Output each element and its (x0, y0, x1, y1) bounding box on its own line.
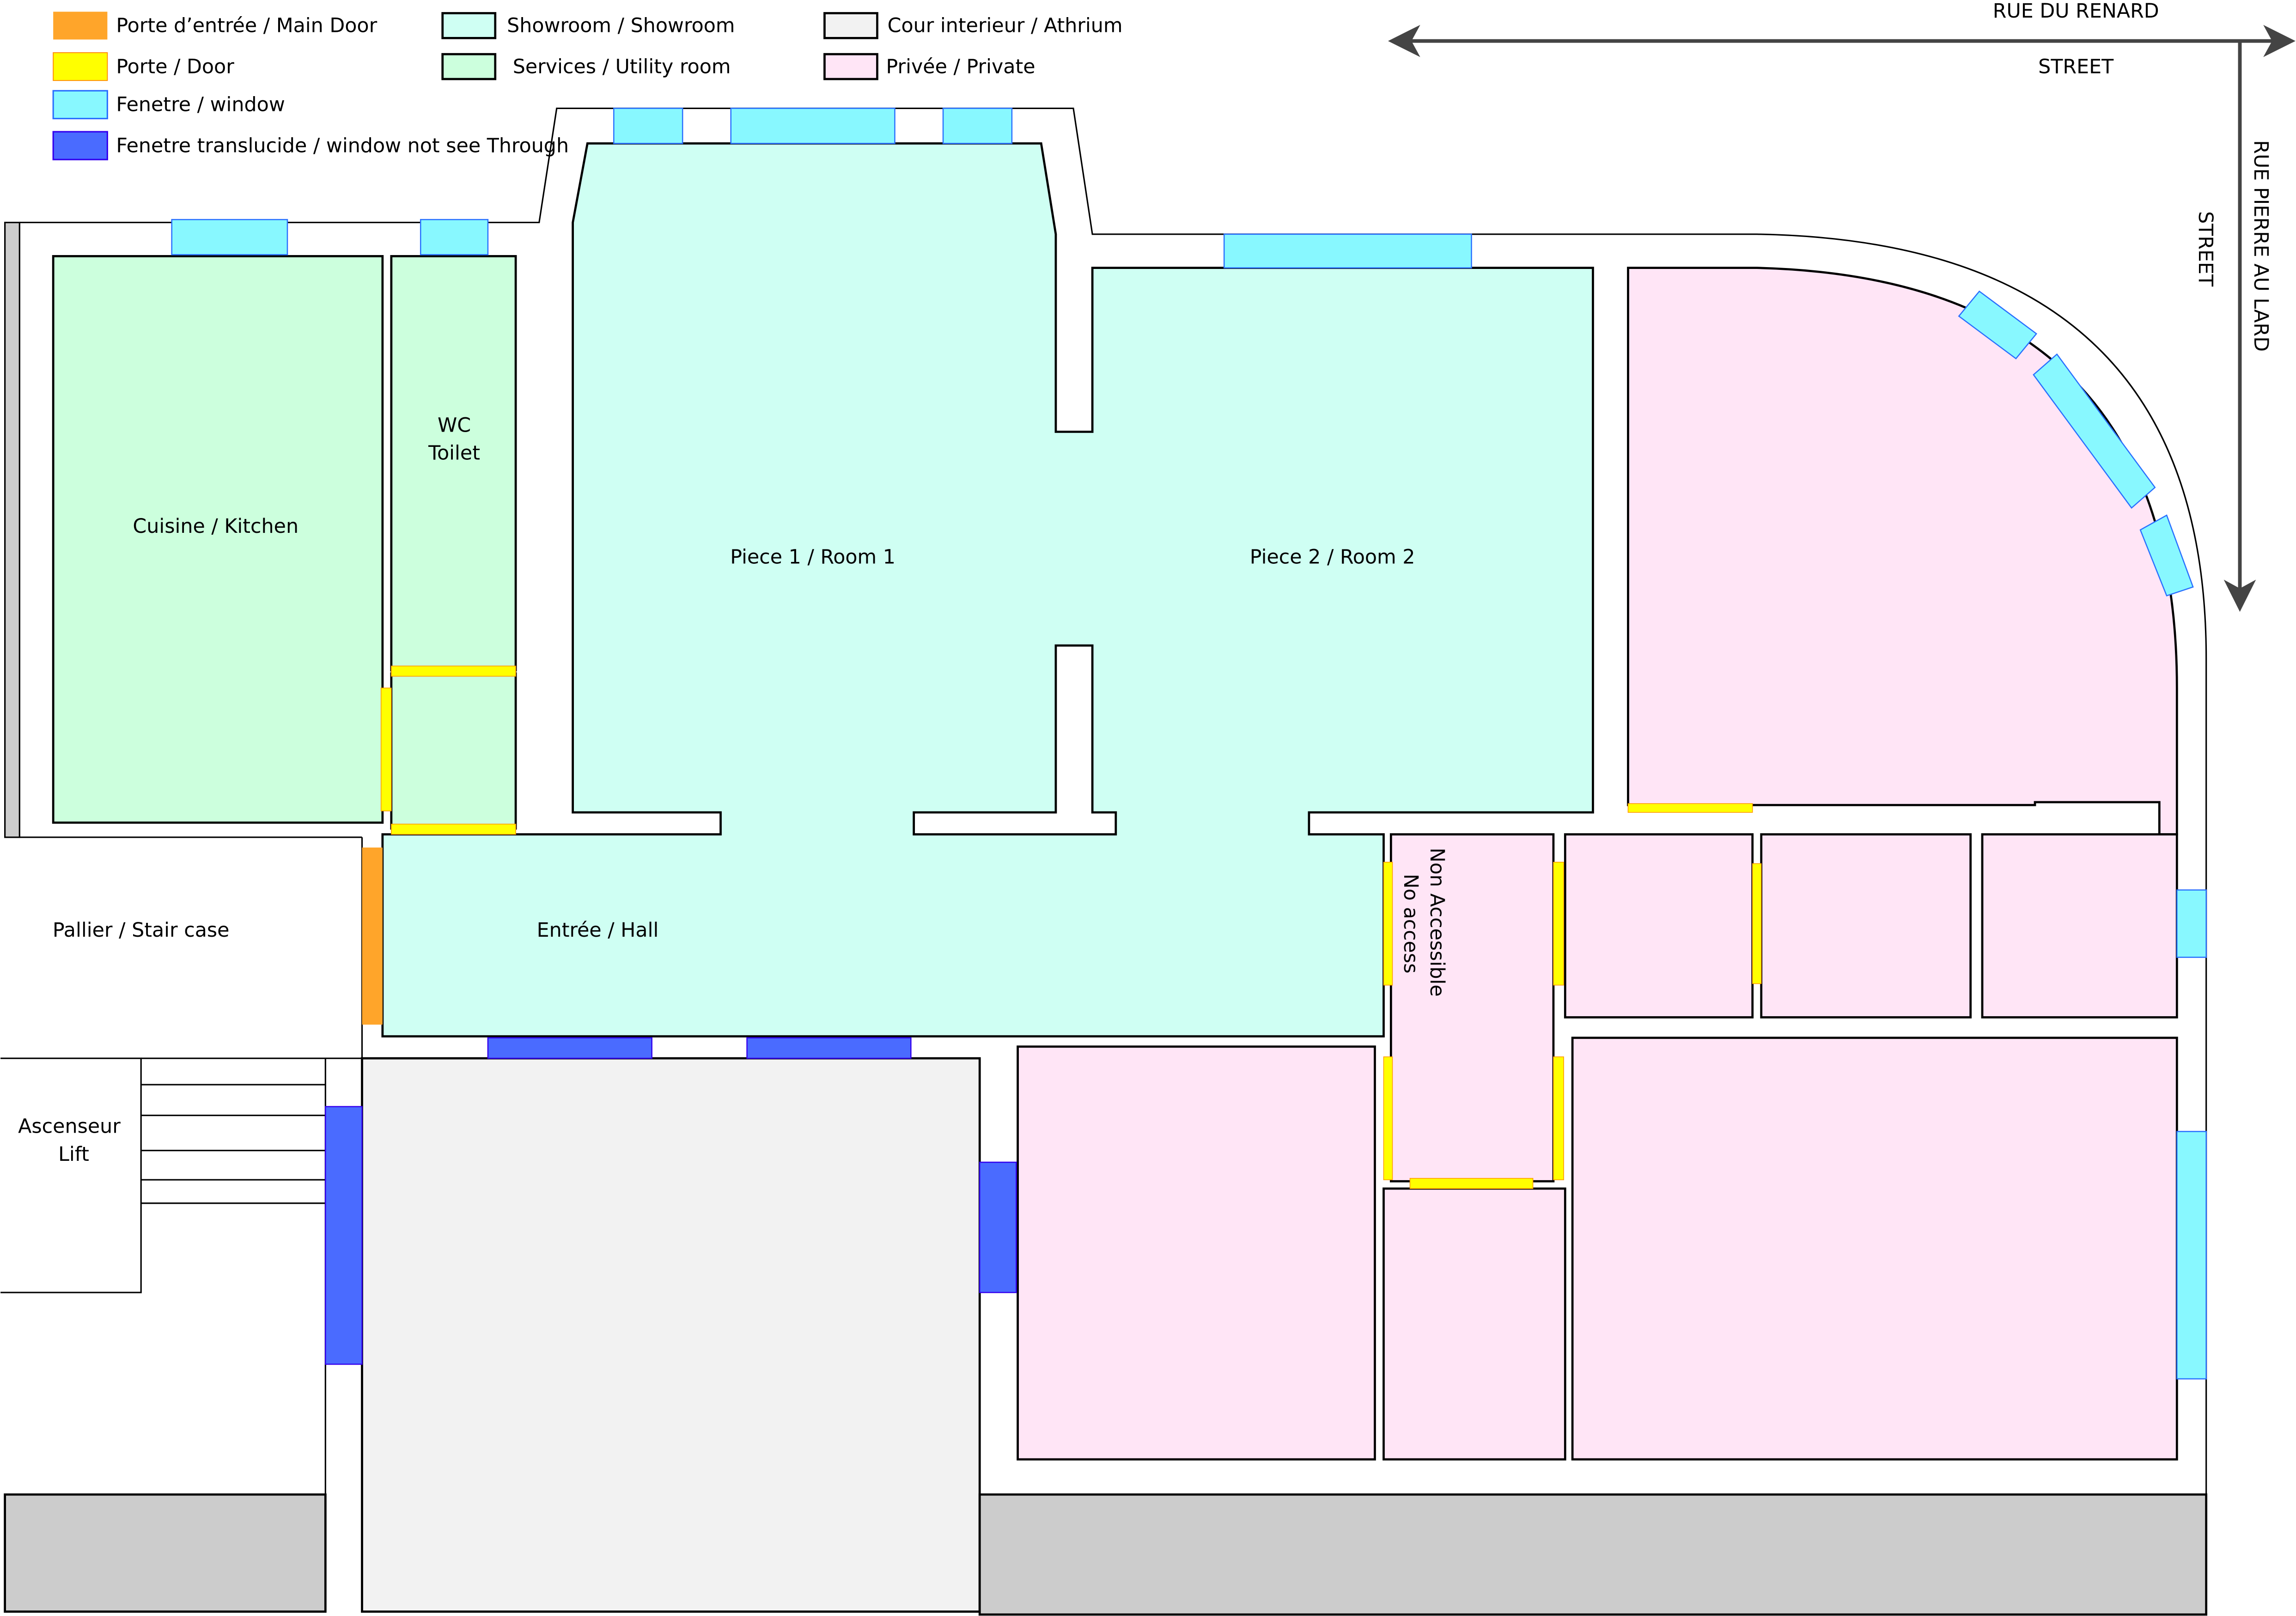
translucent-window (746, 1037, 912, 1059)
building-outline (19, 107, 2207, 1615)
label-wc: WC (438, 414, 471, 437)
legend-swatch-translucent (52, 131, 108, 160)
partition-wall (913, 644, 1117, 835)
door (380, 687, 392, 811)
street-right-type: STREET (2194, 211, 2217, 287)
door (1383, 1056, 1393, 1180)
translucent-window (487, 1037, 652, 1059)
room-wc (390, 255, 517, 672)
room-kitchen (52, 255, 384, 824)
door (391, 823, 516, 835)
label-stair: Pallier / Stair case (53, 919, 230, 942)
door (1627, 803, 1753, 813)
outside-area (4, 1493, 327, 1613)
room-private (1981, 833, 2178, 1018)
legend-label: Fenetre translucide / window not see Thr… (116, 134, 569, 157)
legend-swatch-window (52, 90, 108, 120)
street-top-name: RUE DU RENARD (1993, 0, 2159, 23)
label-no-access-fr: Non Accessible (1425, 848, 1449, 996)
label-room2: Piece 2 / Room 2 (1250, 546, 1415, 569)
legend-label: Privée / Private (886, 55, 1035, 78)
doors (380, 665, 1762, 1189)
arrow-down-icon (2223, 579, 2256, 612)
window (730, 108, 895, 144)
room-private-corner (1627, 267, 2178, 835)
door (1553, 1056, 1564, 1180)
room-private (1564, 833, 1754, 1018)
street-top-type: STREET (2038, 55, 2114, 78)
window (2033, 353, 2156, 509)
label-lift-en: Lift (58, 1143, 89, 1166)
window (2176, 1131, 2207, 1380)
label-hall: Entrée / Hall (537, 919, 659, 942)
room-private (1571, 1037, 2178, 1461)
legend-swatch-utility (441, 53, 497, 80)
label-lift-fr: Ascenseur (18, 1115, 121, 1138)
legend-swatch-showroom (441, 12, 497, 39)
lift-outline (0, 1057, 142, 1293)
legend: Porte d’entrée / Main Door Porte / Door … (52, 12, 1123, 160)
windows (171, 108, 2207, 1380)
legend-swatch-door (53, 52, 108, 81)
label-toilet: Toilet (428, 442, 480, 465)
outside-area (978, 1493, 2208, 1616)
window (1958, 290, 2038, 360)
room-private (1760, 833, 1972, 1018)
legend-swatch-atrium (823, 12, 878, 39)
window (613, 108, 683, 144)
legend-swatch-main-door (53, 12, 108, 40)
room-no-access (1389, 833, 1555, 1183)
translucent-window (325, 1106, 363, 1365)
window (1223, 233, 1472, 268)
legend-label: Showroom / Showroom (507, 14, 735, 37)
room-private (1382, 1187, 1566, 1461)
translucent-window (979, 1161, 1017, 1293)
legend-label: Fenetre / window (116, 93, 285, 116)
window (2176, 889, 2207, 958)
window (171, 219, 288, 256)
window (420, 219, 489, 256)
room-utility-small (390, 672, 517, 830)
arrow-right-icon (2263, 24, 2296, 57)
door (391, 665, 516, 677)
street-right-name: RUE PIERRE AU LARD (2249, 140, 2272, 352)
outside-strip-left (4, 221, 20, 838)
arrow-left-icon (1388, 24, 1420, 57)
door (1383, 861, 1393, 986)
atrium (361, 1057, 981, 1613)
legend-label: Cour interieur / Athrium (888, 14, 1123, 37)
label-kitchen: Cuisine / Kitchen (133, 515, 298, 538)
door (1409, 1178, 1534, 1189)
legend-label: Porte d’entrée / Main Door (116, 14, 377, 37)
window (2139, 514, 2194, 597)
door (1752, 863, 1762, 984)
legend-label: Services / Utility room (513, 55, 731, 78)
window (942, 108, 1013, 144)
label-no-access-en: No access (1399, 874, 1422, 974)
label-room1: Piece 1 / Room 1 (730, 546, 895, 569)
legend-swatch-private (823, 53, 878, 80)
room-showroom (381, 142, 1594, 1038)
main-door (362, 848, 383, 1025)
translucent-windows (325, 1037, 1017, 1365)
room-private (1017, 1045, 1376, 1461)
street-arrows (1388, 24, 2296, 612)
legend-label: Porte / Door (116, 55, 234, 78)
door (1553, 861, 1564, 986)
